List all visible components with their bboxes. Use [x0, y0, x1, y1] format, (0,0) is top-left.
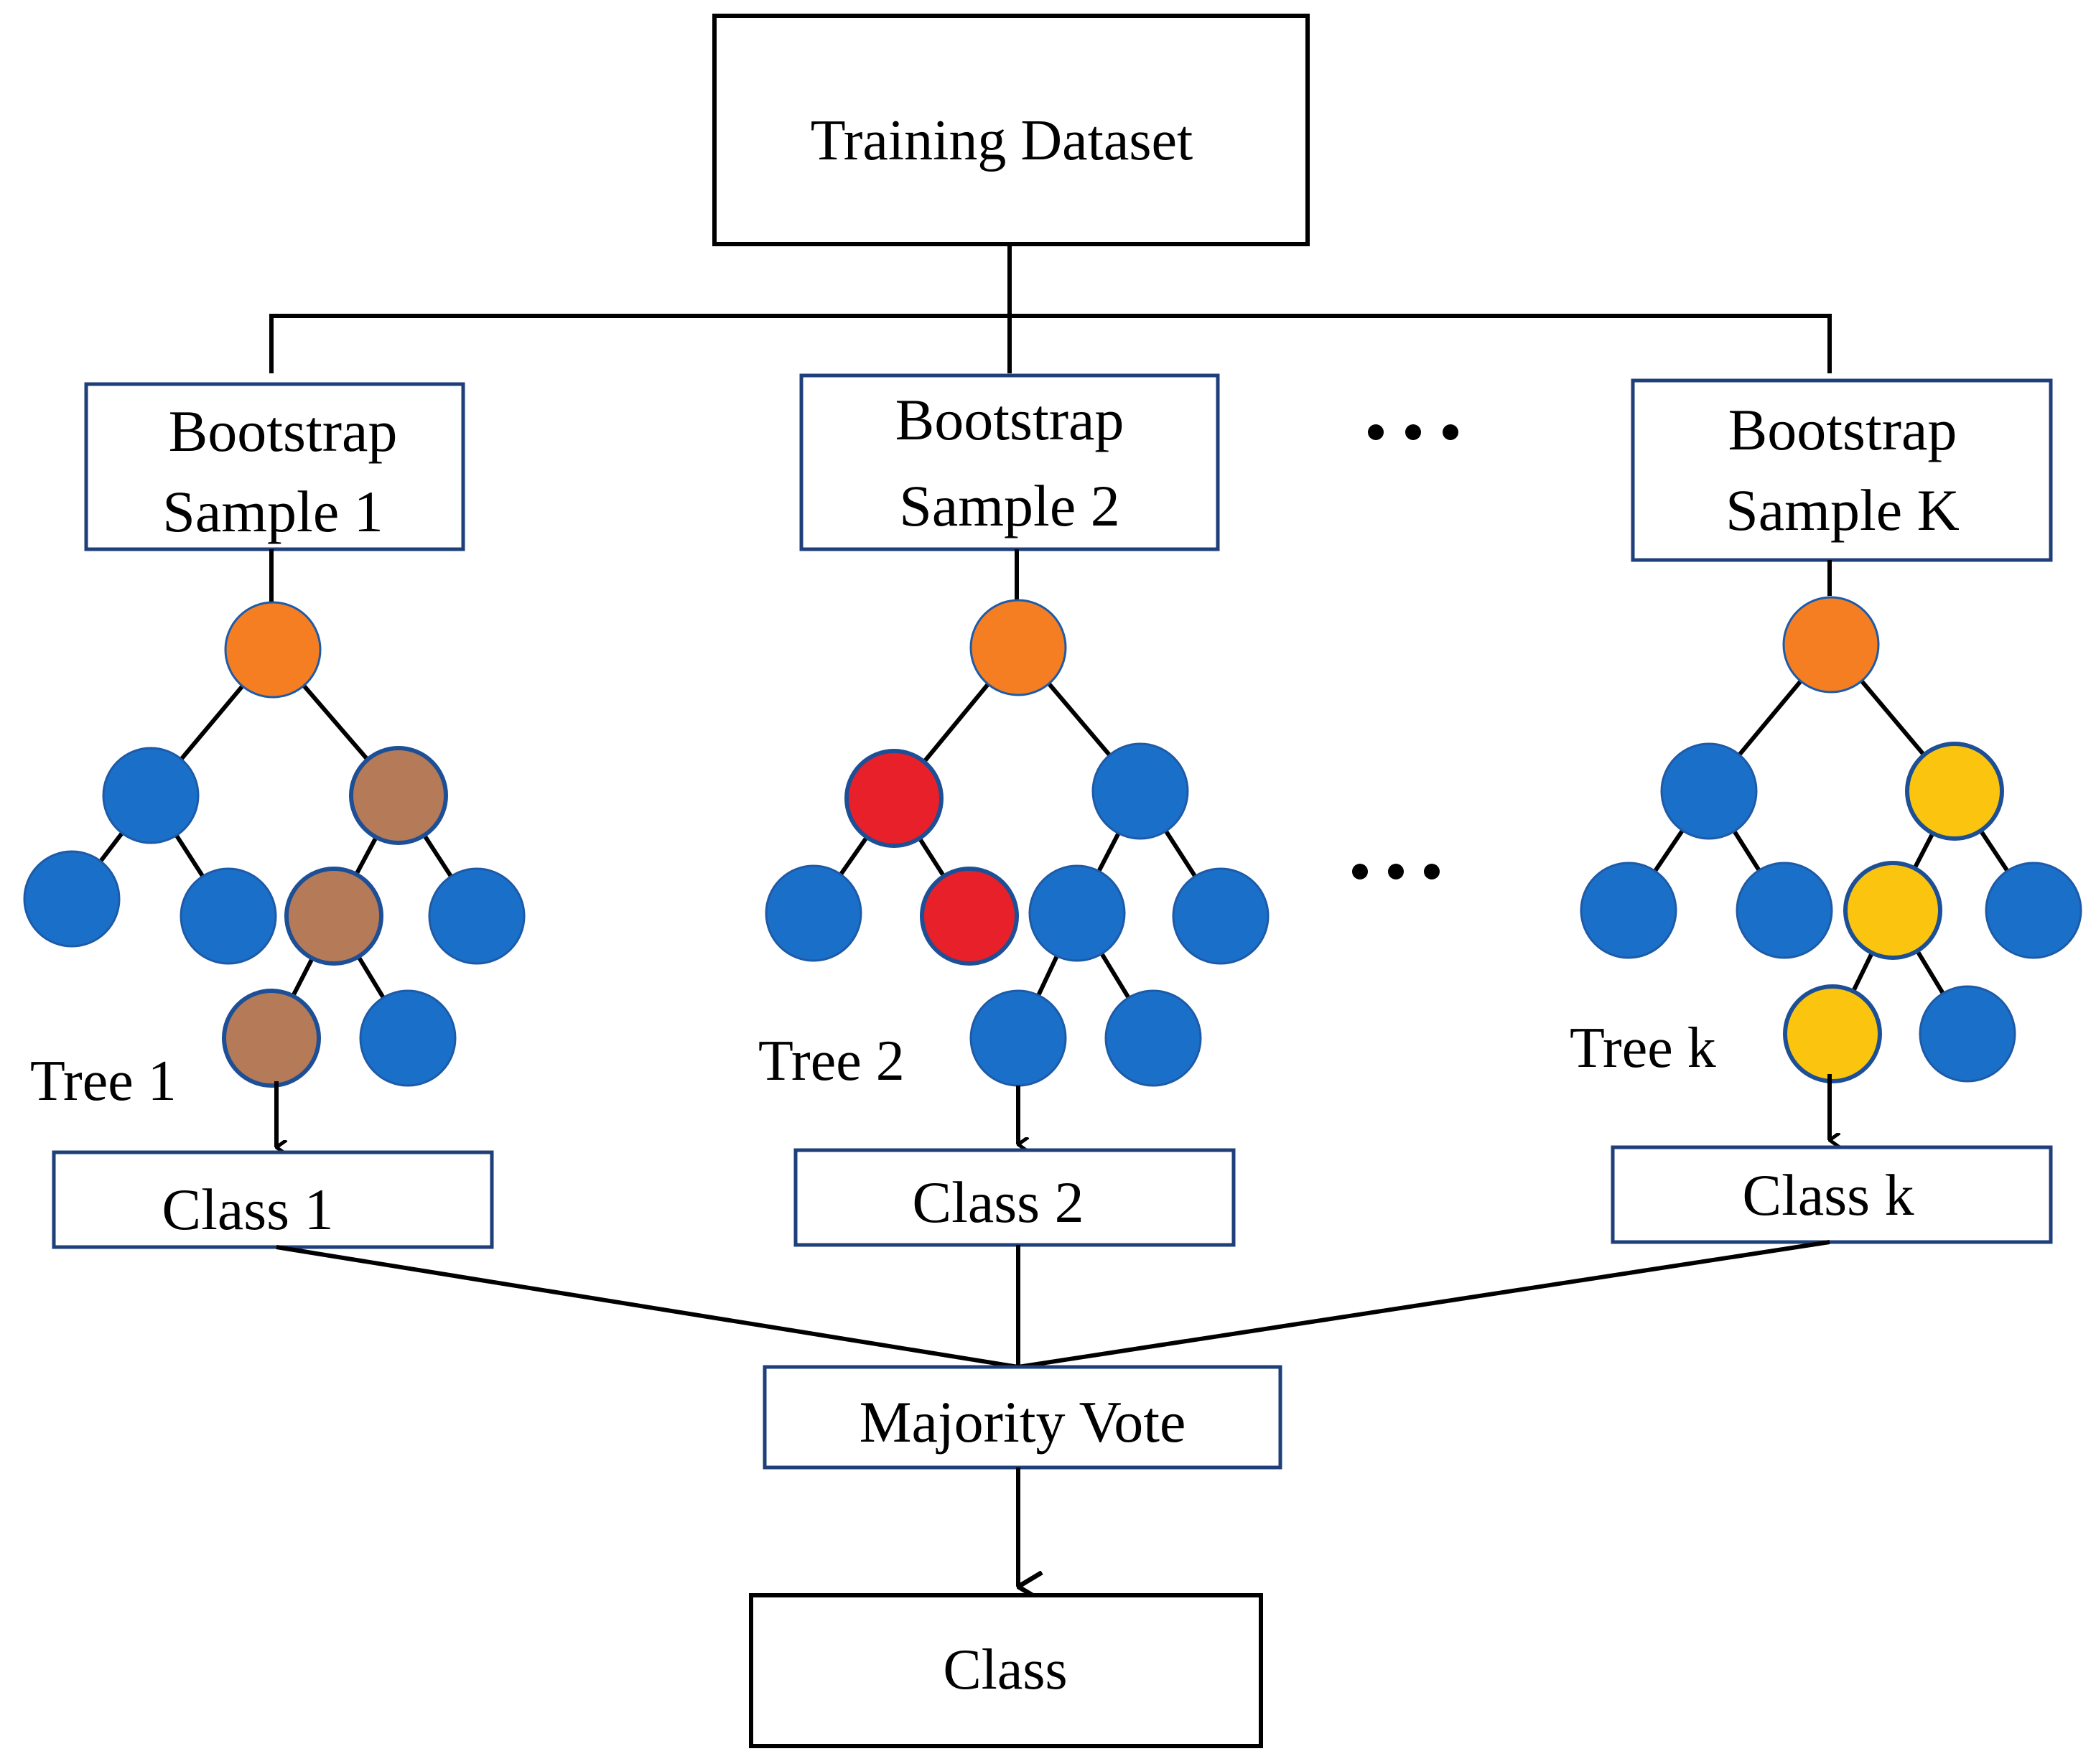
- tree-node: [1736, 862, 1833, 959]
- tree-2-label: Tree 2: [758, 1030, 905, 1093]
- tree-node: [1919, 985, 2016, 1083]
- tree-path-node: [844, 749, 944, 848]
- tree-node: [1091, 742, 1189, 840]
- tree-node: [359, 989, 457, 1087]
- class-1-box: Class 1: [52, 1150, 494, 1249]
- tree-k-label: Tree k: [1570, 1017, 1716, 1080]
- class-k-box: Class k: [1611, 1145, 2053, 1244]
- tree-root-node: [969, 599, 1067, 696]
- ellipsis-samples: [1368, 424, 1458, 440]
- tree-path-node: [222, 989, 321, 1088]
- training-dataset-box: Training Dataset: [712, 14, 1310, 246]
- tree-path-node: [349, 746, 448, 845]
- majority-vote-box: Majority Vote: [763, 1365, 1282, 1470]
- tree-node: [1028, 864, 1126, 962]
- tree-path-node: [1783, 984, 1882, 1083]
- class-2-label: Class 2: [912, 1170, 1084, 1235]
- tree-node: [180, 867, 277, 965]
- tree-node: [428, 867, 526, 965]
- decision-tree-2: [765, 549, 1270, 1087]
- bootstrap-sample-k-box: Bootstrap Sample K: [1631, 378, 2053, 562]
- final-class-box: Class: [749, 1593, 1263, 1748]
- dataset-to-samples-connector: [269, 244, 1832, 373]
- class-k-label: Class k: [1742, 1162, 1914, 1228]
- tree-1-label: Tree 1: [30, 1050, 177, 1113]
- bootstrap-sample-k-line1: Bootstrap: [1728, 397, 1957, 462]
- tree-path-node: [1905, 742, 2004, 841]
- bootstrap-sample-2-line1: Bootstrap: [895, 387, 1124, 452]
- decision-tree-k: [1580, 560, 2082, 1083]
- bootstrap-sample-2-line2: Sample 2: [899, 473, 1119, 538]
- tree-node: [23, 850, 121, 948]
- tree-path-node: [920, 867, 1019, 966]
- tree-path-node: [284, 867, 383, 966]
- majority-vote-label: Majority Vote: [860, 1389, 1186, 1455]
- tree-node: [102, 747, 200, 844]
- bootstrap-sample-1-box: Bootstrap Sample 1: [84, 382, 465, 551]
- bootstrap-sample-1-line2: Sample 1: [162, 479, 383, 544]
- tree-root-node: [1782, 596, 1880, 694]
- final-class-label: Class: [943, 1638, 1067, 1702]
- ellipsis-trees: [1352, 864, 1440, 879]
- tree-path-node: [1843, 861, 1942, 960]
- classes-to-vote-connector: [276, 1240, 1830, 1369]
- tree-node: [1985, 862, 2082, 959]
- bootstrap-sample-2-box: Bootstrap Sample 2: [799, 373, 1220, 551]
- bootstrap-sample-1-line1: Bootstrap: [169, 398, 398, 464]
- class-2-box: Class 2: [793, 1148, 1236, 1247]
- tree-root-node: [224, 601, 322, 699]
- tree-node: [1580, 862, 1677, 959]
- tree-node: [765, 864, 862, 962]
- tree-node: [1660, 742, 1758, 840]
- bootstrap-sample-k-line2: Sample K: [1725, 477, 1960, 543]
- class-1-label: Class 1: [162, 1177, 333, 1242]
- tree-node: [969, 989, 1067, 1087]
- tree-node: [1104, 989, 1202, 1087]
- tree-node: [1172, 867, 1270, 965]
- decision-tree-1: [23, 549, 526, 1088]
- training-dataset-label: Training Dataset: [811, 109, 1193, 172]
